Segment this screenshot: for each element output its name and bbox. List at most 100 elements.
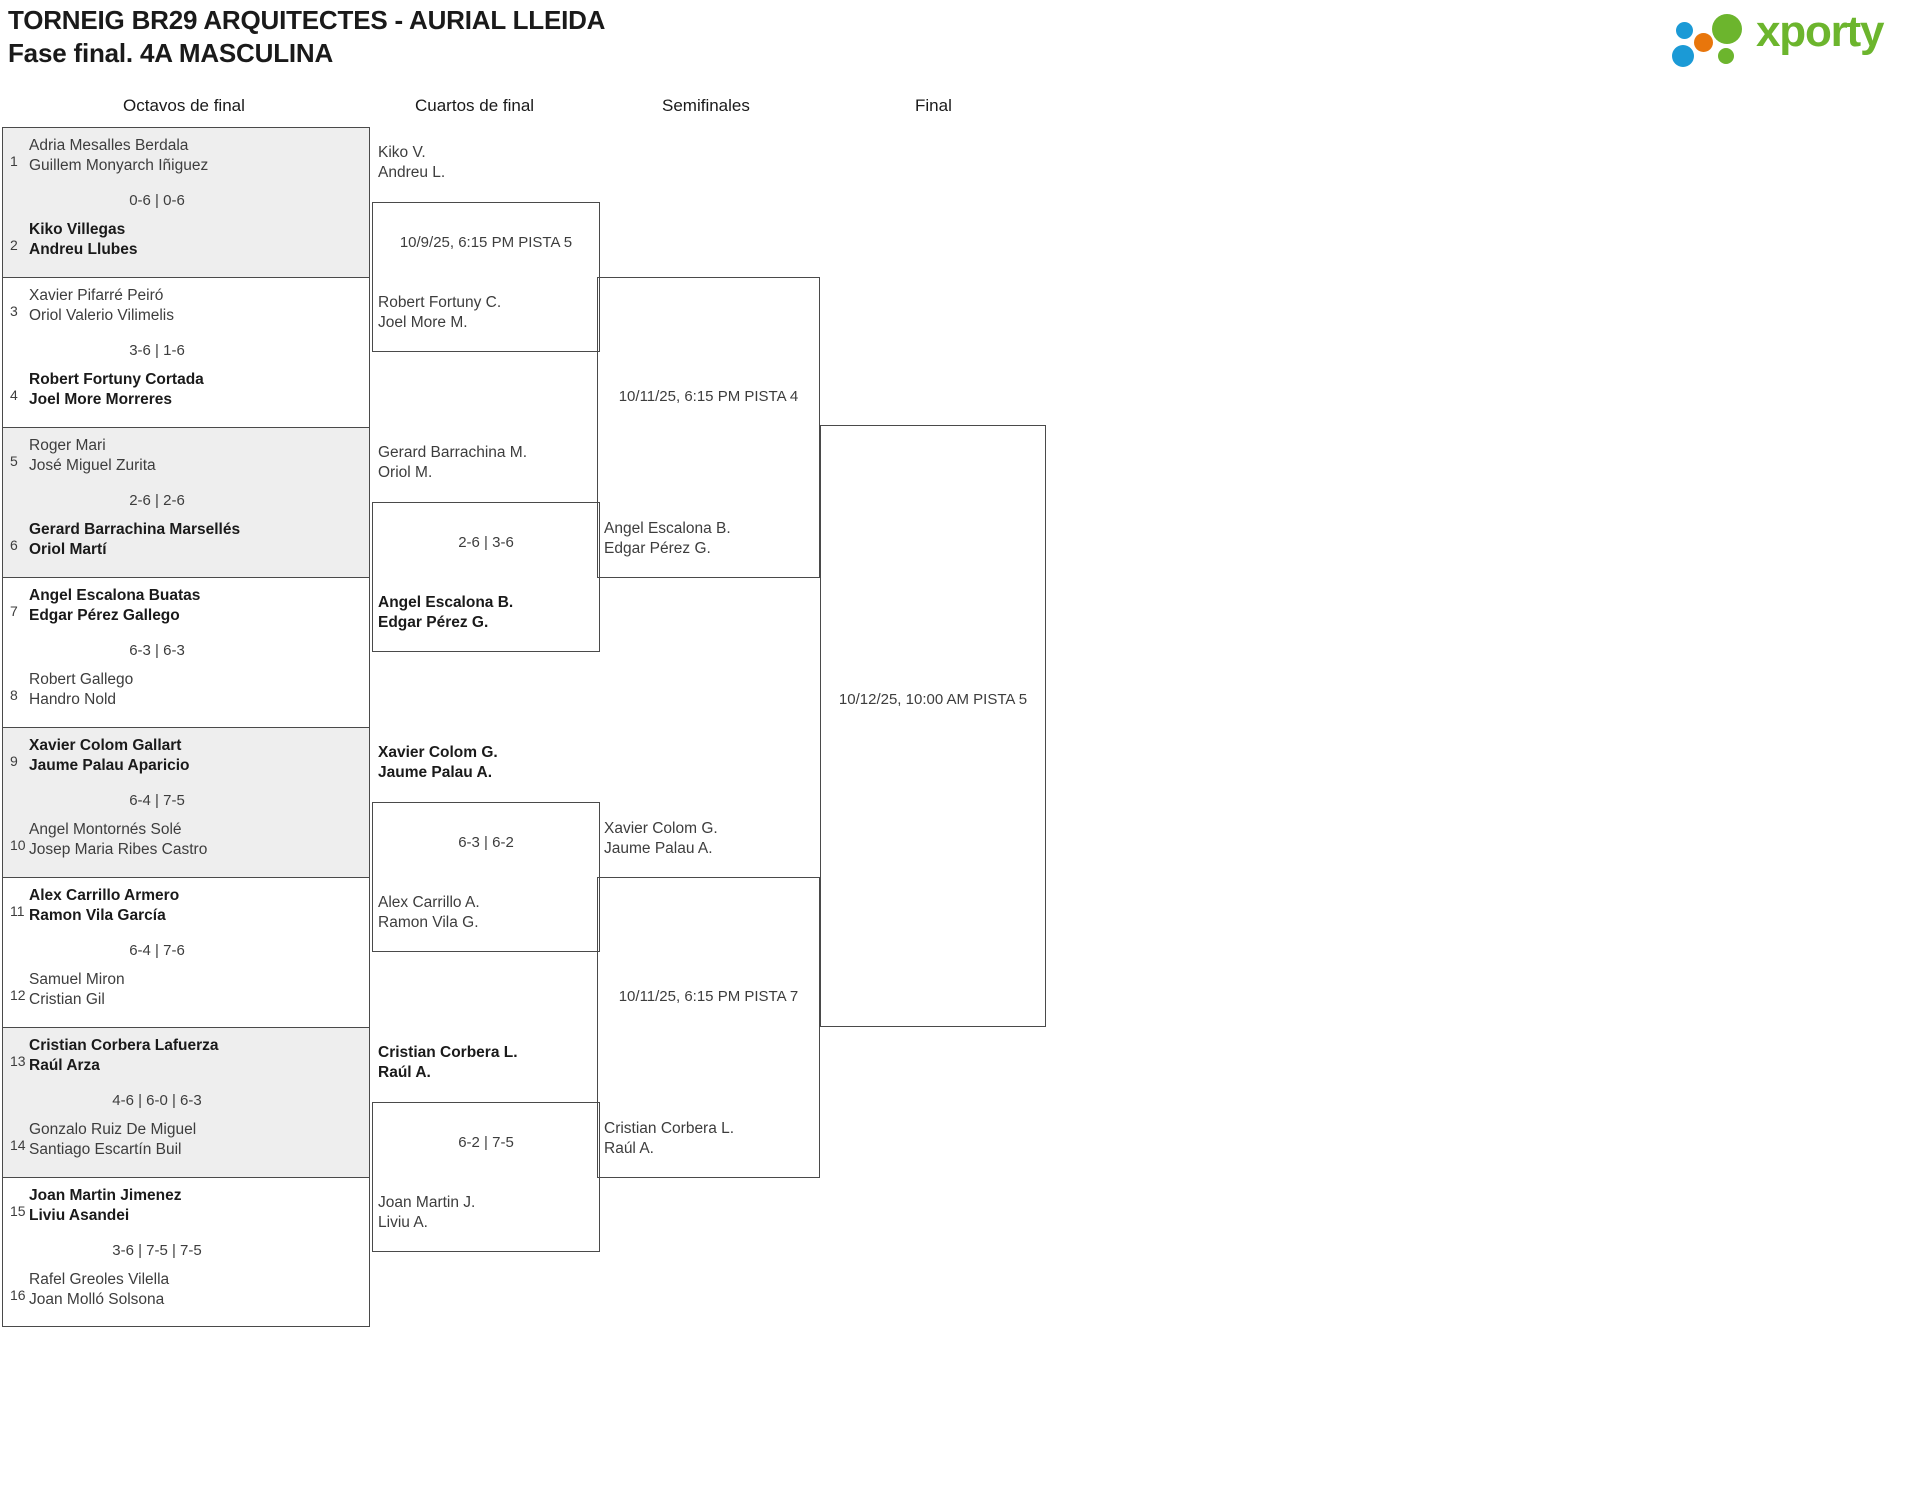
logo-dot-blue-large (1672, 45, 1694, 67)
player-name: Angel Escalona B. (378, 594, 514, 611)
player-name: Liviu A. (378, 1214, 428, 1231)
final-box[interactable]: 10/12/25, 10:00 AM PISTA 5 (820, 425, 1046, 1027)
seed-number: 14 (10, 1137, 26, 1153)
qf2-top-team[interactable]: Gerard Barrachina M. Oriol M. (378, 443, 527, 483)
r16-match-3[interactable]: 5 Roger Mari José Miguel Zurita 2-6 | 2-… (3, 428, 369, 578)
player-name: Rafel Greoles Vilella (29, 1271, 170, 1288)
r16-m3-top-team[interactable]: 5 Roger Mari José Miguel Zurita (3, 436, 369, 488)
qf3-bottom-team[interactable]: Alex Carrillo A. Ramon Vila G. (378, 893, 480, 933)
player-name: Joan Martin Jimenez (29, 1187, 182, 1204)
r16-match-1[interactable]: 1 Adria Mesalles Berdala Guillem Monyarc… (3, 128, 369, 278)
logo-dot-green-small (1718, 48, 1734, 64)
player-name: Angel Escalona B. (604, 520, 731, 537)
player-name: Gerard Barrachina Marsellés (29, 521, 241, 538)
seed-number: 16 (10, 1287, 26, 1303)
r16-m4-score: 6-3 | 6-3 (129, 642, 185, 659)
player-name: Jaume Palau A. (604, 840, 713, 857)
tournament-name: TORNEIG BR29 ARQUITECTES - AURIAL LLEIDA (8, 5, 606, 35)
r16-m6-top-team[interactable]: 11 Alex Carrillo Armero Ramon Vila Garcí… (3, 886, 369, 938)
seed-number: 13 (10, 1053, 26, 1069)
qf1-top-team[interactable]: Kiko V. Andreu L. (378, 143, 445, 183)
player-name: Cristian Corbera L. (378, 1044, 518, 1061)
player-name: Oriol Martí (29, 541, 107, 558)
qf1-bottom-team[interactable]: Robert Fortuny C. Joel More M. (378, 293, 501, 333)
seed-number: 2 (10, 237, 18, 253)
player-name: Joan Molló Solsona (29, 1291, 165, 1308)
r16-m5-top-team[interactable]: 9 Xavier Colom Gallart Jaume Palau Apari… (3, 736, 369, 788)
r16-match-8[interactable]: 15 Joan Martin Jimenez Liviu Asandei 3-6… (3, 1178, 369, 1328)
player-name: Angel Escalona Buatas (29, 587, 201, 604)
player-name: Xavier Colom G. (604, 820, 718, 837)
r16-match-5[interactable]: 9 Xavier Colom Gallart Jaume Palau Apari… (3, 728, 369, 878)
r16-m2-bottom-team[interactable]: 4 Robert Fortuny Cortada Joel More Morre… (3, 370, 369, 422)
qf3-top-team[interactable]: Xavier Colom G. Jaume Palau A. (378, 743, 498, 783)
seed-number: 5 (10, 453, 18, 469)
seed-number: 11 (10, 903, 25, 919)
qf2-bottom-team[interactable]: Angel Escalona B. Edgar Pérez G. (378, 593, 513, 633)
player-name: Joan Martin J. (378, 1194, 476, 1211)
player-name: Edgar Pérez G. (378, 614, 489, 631)
seed-number: 8 (10, 687, 18, 703)
player-name: Cristian Corbera Lafuerza (29, 1037, 219, 1054)
r16-match-6[interactable]: 11 Alex Carrillo Armero Ramon Vila Garcí… (3, 878, 369, 1028)
r16-m4-top-team[interactable]: 7 Angel Escalona Buatas Edgar Pérez Gall… (3, 586, 369, 638)
player-name: José Miguel Zurita (29, 457, 156, 474)
player-name: Santiago Escartín Buil (29, 1141, 182, 1158)
final-label: 10/12/25, 10:00 AM PISTA 5 (838, 691, 1028, 708)
player-name: Liviu Asandei (29, 1207, 130, 1224)
player-name: Alex Carrillo Armero (29, 887, 180, 904)
sf1-box[interactable]: 10/11/25, 6:15 PM PISTA 4 (597, 277, 820, 578)
sf2-bottom-team[interactable]: Cristian Corbera L. Raúl A. (604, 1119, 734, 1159)
player-name: Robert Fortuny C. (378, 294, 502, 311)
logo-dot-blue-small (1676, 22, 1693, 39)
r16-m7-bottom-team[interactable]: 14 Gonzalo Ruiz De Miguel Santiago Escar… (3, 1120, 369, 1172)
player-name: Edgar Pérez G. (604, 540, 711, 557)
sf2-box[interactable]: 10/11/25, 6:15 PM PISTA 7 (597, 877, 820, 1178)
qf3-label: 6-3 | 6-2 (458, 834, 514, 851)
r16-m2-top-team[interactable]: 3 Xavier Pifarré Peiró Oriol Valerio Vil… (3, 286, 369, 338)
player-name: Xavier Pifarré Peiró (29, 287, 164, 304)
r16-m8-top-team[interactable]: 15 Joan Martin Jimenez Liviu Asandei (3, 1186, 369, 1238)
player-name: Samuel Miron (29, 971, 125, 988)
player-name: Angel Montornés Solé (29, 821, 182, 838)
r16-match-2[interactable]: 3 Xavier Pifarré Peiró Oriol Valerio Vil… (3, 278, 369, 428)
r16-m4-bottom-team[interactable]: 8 Robert Gallego Handro Nold (3, 670, 369, 722)
qf4-top-team[interactable]: Cristian Corbera L. Raúl A. (378, 1043, 518, 1083)
round-of-16-table: 1 Adria Mesalles Berdala Guillem Monyarc… (2, 127, 370, 1327)
r16-m2-score: 3-6 | 1-6 (129, 342, 185, 359)
player-name: Raúl Arza (29, 1057, 100, 1074)
r16-m1-score: 0-6 | 0-6 (129, 192, 185, 209)
tournament-title: TORNEIG BR29 ARQUITECTES - AURIAL LLEIDA… (8, 4, 605, 69)
r16-m3-score: 2-6 | 2-6 (129, 492, 185, 509)
seed-number: 15 (10, 1203, 26, 1219)
round-header-final: Final (915, 96, 952, 115)
player-name: Joel More M. (378, 314, 468, 331)
player-name: Cristian Corbera L. (604, 1120, 735, 1137)
player-name: Andreu L. (378, 164, 446, 181)
seed-number: 4 (10, 387, 18, 403)
player-name: Andreu Llubes (29, 241, 138, 258)
r16-match-4[interactable]: 7 Angel Escalona Buatas Edgar Pérez Gall… (3, 578, 369, 728)
r16-m7-score: 4-6 | 6-0 | 6-3 (112, 1092, 202, 1109)
player-name: Robert Fortuny Cortada (29, 371, 204, 388)
r16-m1-bottom-team[interactable]: 2 Kiko Villegas Andreu Llubes (3, 220, 369, 272)
r16-m7-top-team[interactable]: 13 Cristian Corbera Lafuerza Raúl Arza (3, 1036, 369, 1088)
r16-m8-score: 3-6 | 7-5 | 7-5 (112, 1242, 202, 1259)
r16-m1-top-team[interactable]: 1 Adria Mesalles Berdala Guillem Monyarc… (3, 136, 369, 188)
player-name: Xavier Colom G. (378, 744, 498, 761)
player-name: Jaume Palau Aparicio (29, 757, 190, 774)
player-name: Ramon Vila G. (378, 914, 479, 931)
qf4-bottom-team[interactable]: Joan Martin J. Liviu A. (378, 1193, 475, 1233)
r16-m3-bottom-team[interactable]: 6 Gerard Barrachina Marsellés Oriol Mart… (3, 520, 369, 572)
tournament-phase: Fase final. 4A MASCULINA (8, 37, 334, 68)
xporty-logo[interactable]: xporty (1672, 8, 1902, 67)
r16-m6-bottom-team[interactable]: 12 Samuel Miron Cristian Gil (3, 970, 369, 1022)
seed-number: 9 (10, 753, 18, 769)
r16-match-7[interactable]: 13 Cristian Corbera Lafuerza Raúl Arza 4… (3, 1028, 369, 1178)
sf2-top-team[interactable]: Xavier Colom G. Jaume Palau A. (604, 819, 718, 859)
r16-m8-bottom-team[interactable]: 16 Rafel Greoles Vilella Joan Molló Sols… (3, 1270, 369, 1322)
r16-m5-bottom-team[interactable]: 10 Angel Montornés Solé Josep Maria Ribe… (3, 820, 369, 872)
sf2-label: 10/11/25, 6:15 PM PISTA 7 (618, 988, 799, 1005)
sf1-bottom-team[interactable]: Angel Escalona B. Edgar Pérez G. (604, 519, 731, 559)
